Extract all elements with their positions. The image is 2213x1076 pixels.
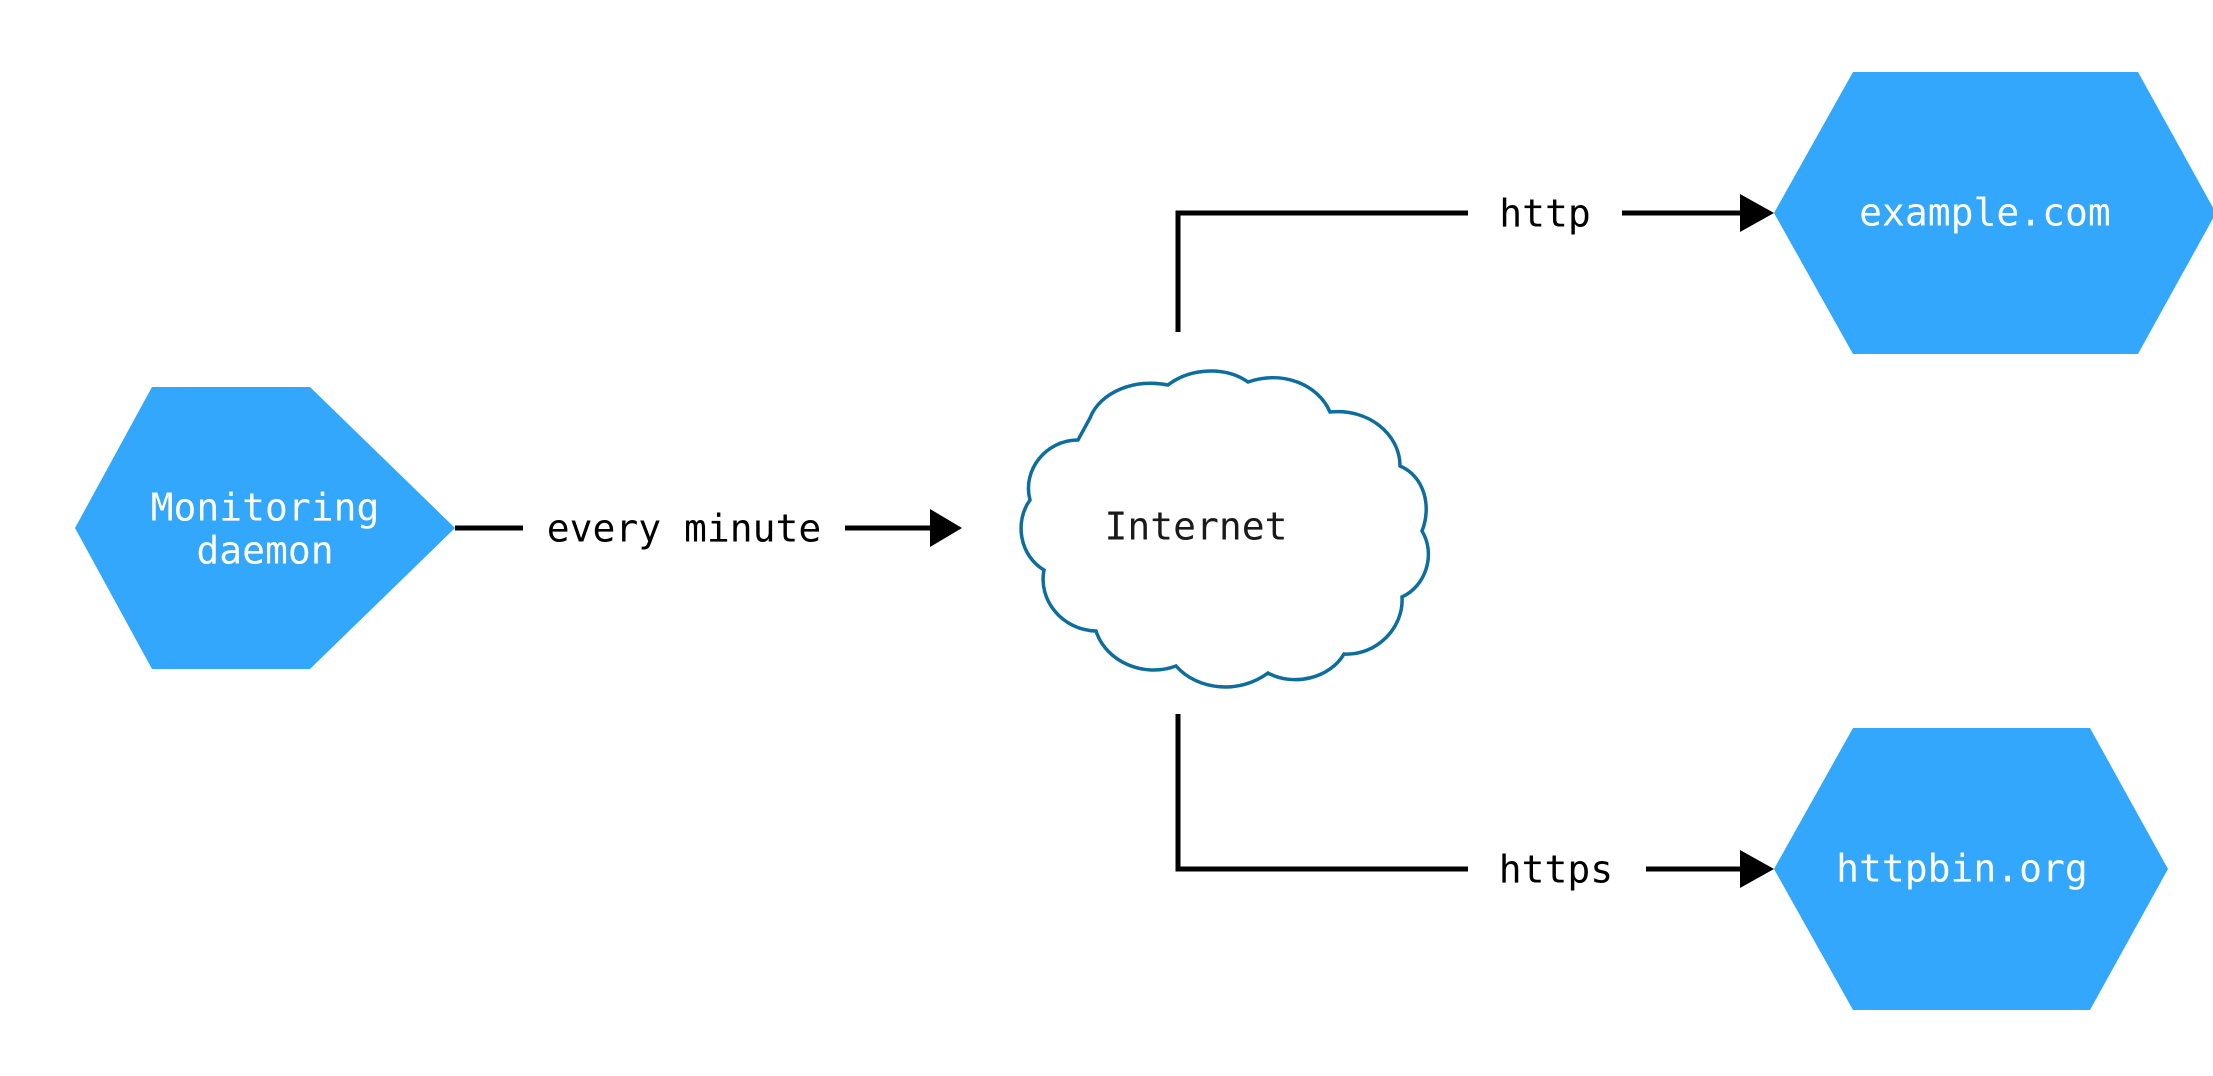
edge-label-every-minute: every minute bbox=[547, 507, 822, 551]
node-monitoring-daemon[interactable]: Monitoring daemon bbox=[75, 387, 455, 669]
arrowhead-to-example bbox=[1740, 194, 1774, 232]
node-label-httpbin-org: httpbin.org bbox=[1836, 847, 2088, 891]
edge-elbow-down bbox=[1175, 714, 1468, 872]
edge-daemon-to-internet[interactable]: every minute bbox=[455, 507, 962, 551]
node-httpbin-org[interactable]: httpbin.org bbox=[1774, 728, 2168, 1010]
arrowhead-to-internet bbox=[930, 509, 962, 547]
node-label-monitoring-daemon-line2: daemon bbox=[196, 529, 333, 573]
cloud-shape-internet bbox=[1019, 369, 1431, 689]
hexagon-shape-example-com bbox=[1774, 72, 2213, 354]
edge-elbow-up bbox=[1175, 210, 1468, 332]
node-label-monitoring-daemon-line1: Monitoring bbox=[151, 486, 380, 530]
arrowhead-to-httpbin bbox=[1740, 850, 1774, 888]
node-example-com[interactable]: example.com bbox=[1774, 72, 2213, 354]
node-internet-cloud[interactable]: Internet bbox=[1019, 369, 1431, 689]
node-label-internet: Internet bbox=[1104, 505, 1287, 549]
edge-internet-to-example[interactable]: http bbox=[1175, 192, 1774, 333]
node-label-example-com: example.com bbox=[1859, 191, 2111, 235]
edge-internet-to-httpbin[interactable]: https bbox=[1175, 714, 1774, 892]
edge-label-https: https bbox=[1499, 848, 1613, 892]
edge-label-http: http bbox=[1499, 192, 1591, 236]
hexagon-shape-httpbin-org bbox=[1774, 728, 2168, 1010]
hexagon-shape-monitoring-daemon bbox=[75, 387, 455, 669]
